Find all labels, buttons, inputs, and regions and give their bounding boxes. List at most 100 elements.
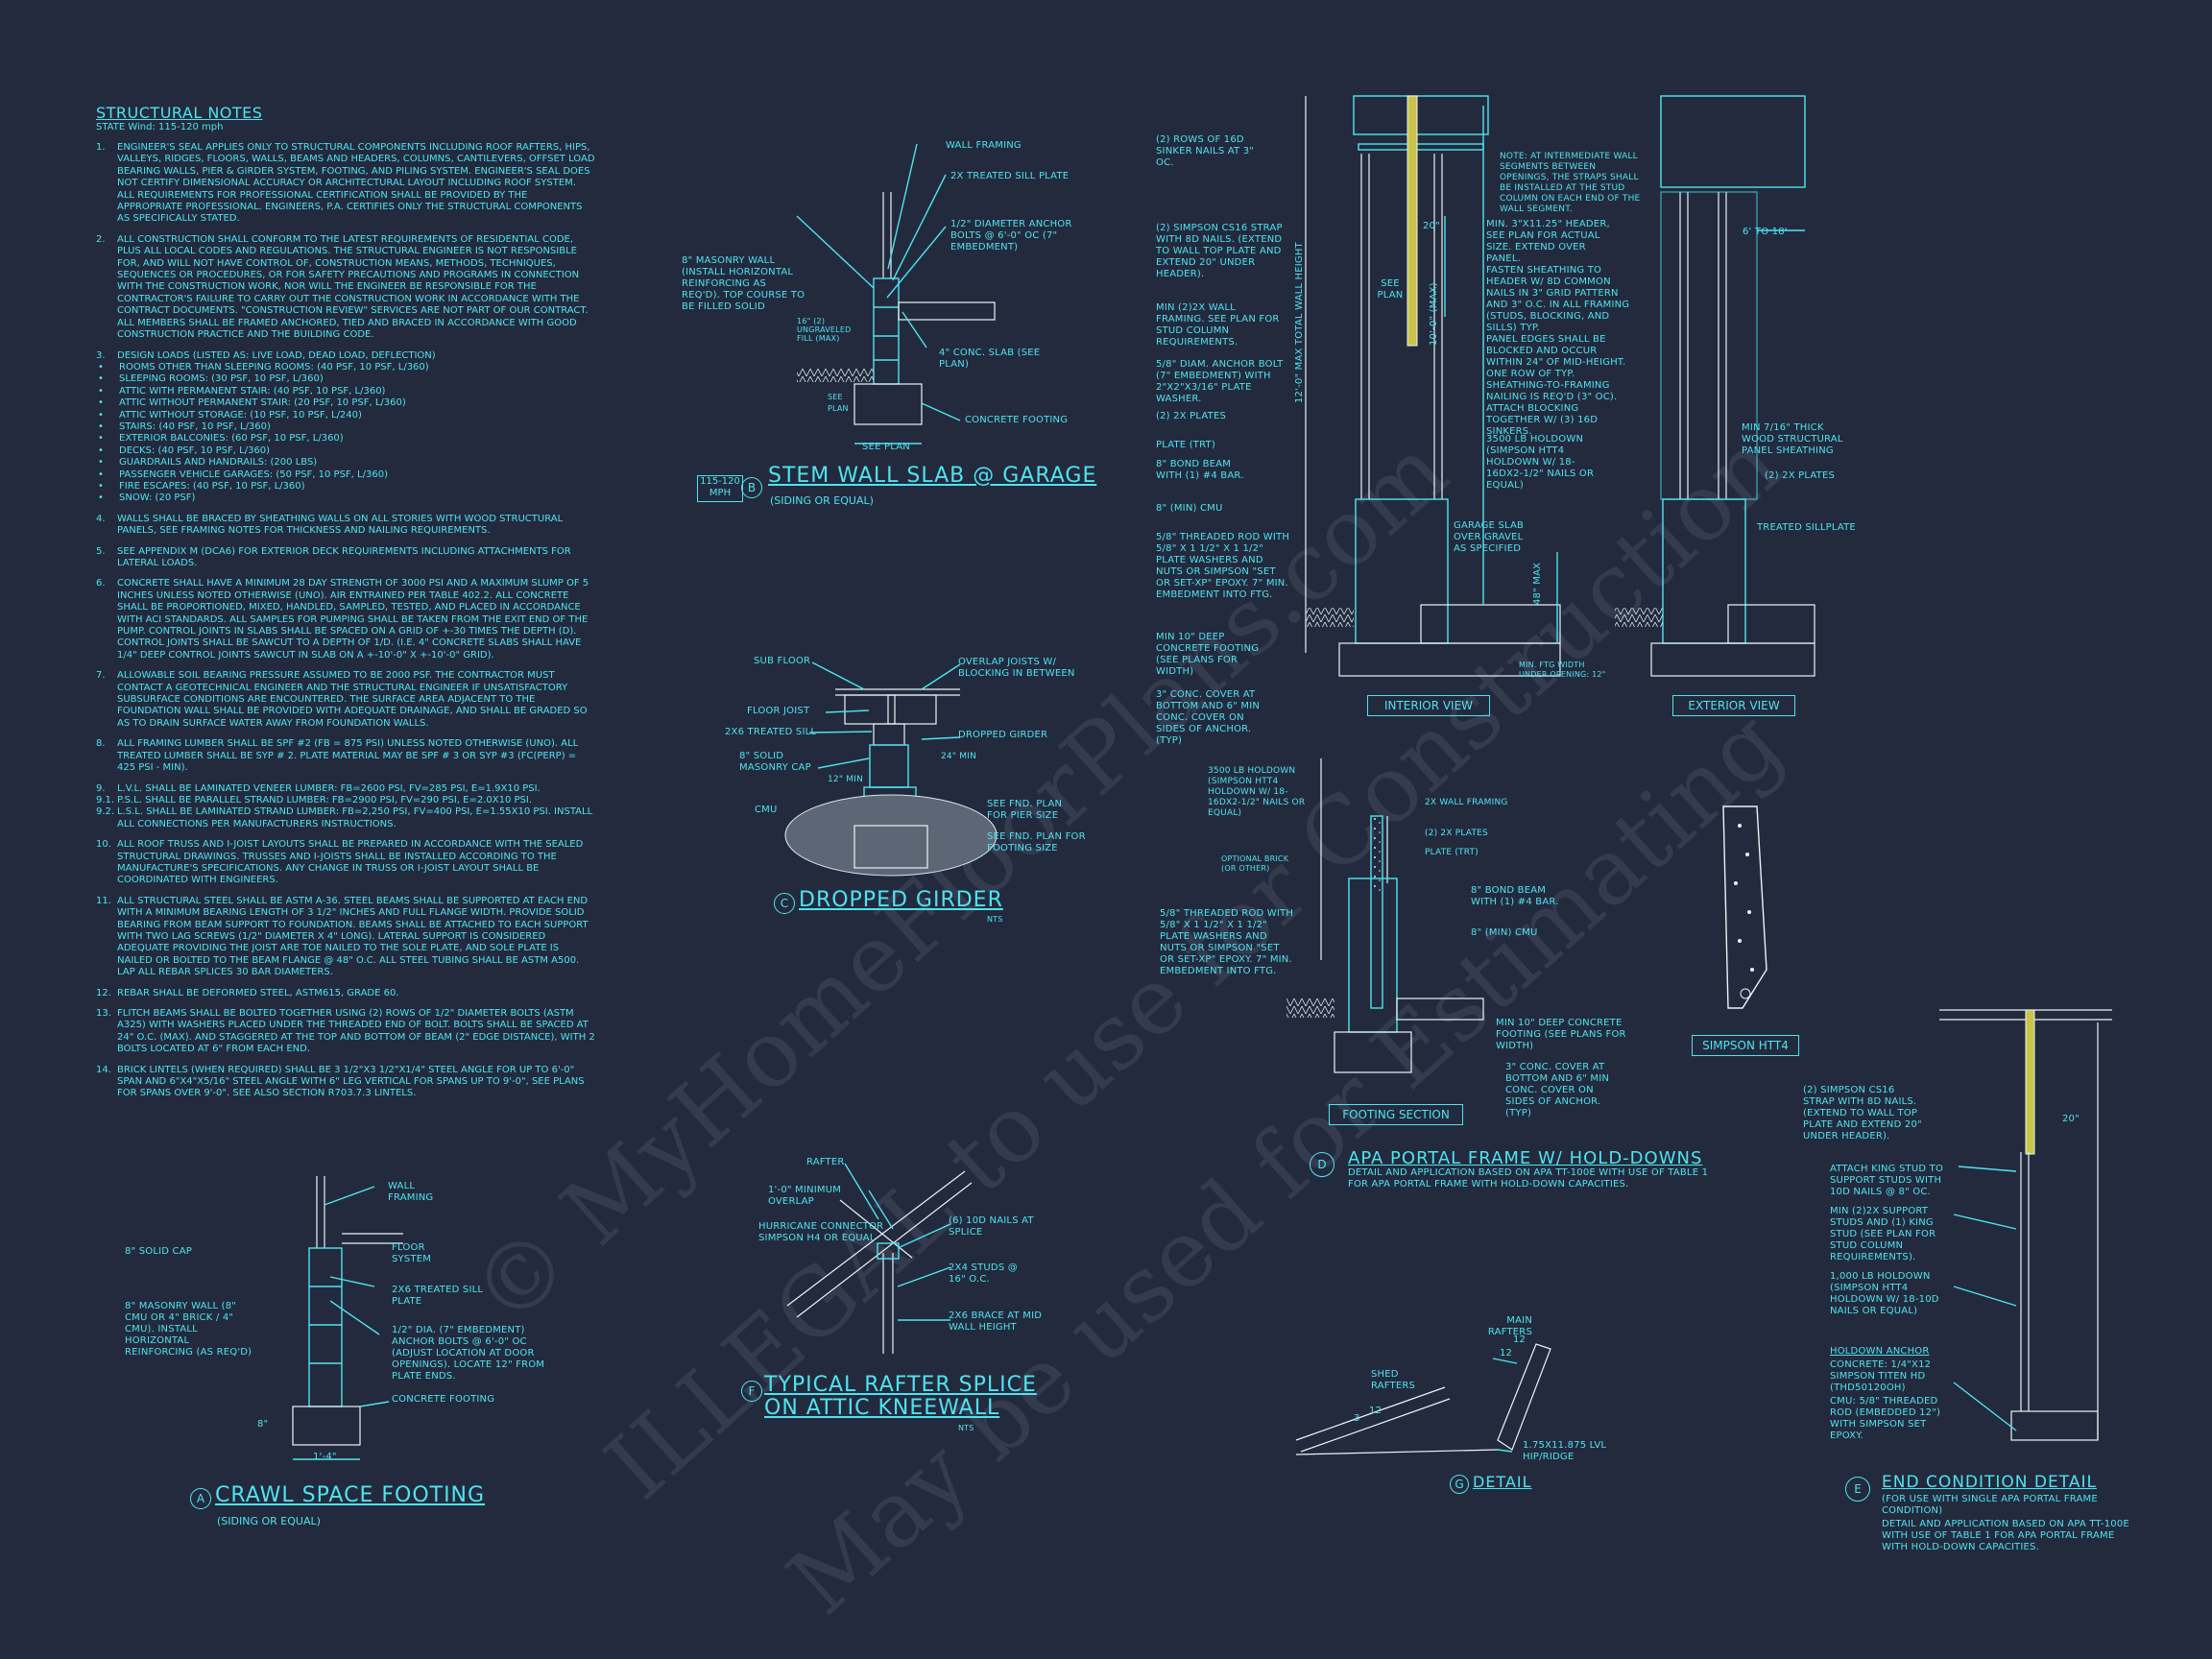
a-solid-cap-label: 8" SOLID CAP: [125, 1246, 193, 1257]
note-item: 11. ALL STRUCTURAL STEEL SHALL BE ASTM A-…: [96, 896, 595, 979]
notes-items-continued: 4. WALLS SHALL BE BRACED BY SHEATHING WAL…: [96, 514, 595, 1100]
detail-g-title: DETAIL: [1473, 1473, 1532, 1491]
b-plan-dim: SEE PLAN: [828, 393, 849, 413]
bullet-icon: •: [98, 445, 104, 456]
note-number: 13.: [96, 1008, 111, 1019]
bullet-icon: •: [98, 397, 104, 409]
d-48-dim: 48" MAX: [1532, 562, 1543, 605]
e-anchor-cmu: CMU: 5/8" THREADED ROD (EMBEDDED 12") WI…: [1830, 1396, 1941, 1441]
note-item: 9. L.V.L. SHALL BE LAMINATED VENEER LUMBE…: [96, 783, 595, 795]
b-anchor-label: 1/2" DIAMETER ANCHOR BOLTS @ 6'-0" OC (7…: [950, 219, 1072, 252]
note-text: WALLS SHALL BE BRACED BY SHEATHING WALLS…: [117, 513, 564, 537]
detail-b-marker: B: [741, 477, 762, 498]
design-load-item: •PASSENGER VEHICLE GARAGES: (50 PSF, 10 …: [96, 469, 595, 481]
f-brace-label: 2x6 BRACE AT MID WALL HEIGHT: [949, 1310, 1043, 1333]
note-number: 4.: [96, 513, 106, 524]
detail-c-drawing: [784, 661, 998, 877]
detail-e-marker: E: [1845, 1477, 1870, 1502]
design-load-item: •ATTIC WITHOUT STORAGE: (10 PSF, 10 PSF,…: [96, 410, 595, 421]
a-floor-system-label: FLOOR SYSTEM: [392, 1242, 432, 1264]
b-masonry-label: 8" MASONRY WALL (INSTALL HORIZONTAL REIN…: [682, 255, 805, 312]
fs-plates-label: (2) 2x PLATES: [1425, 829, 1488, 838]
c-24min-label: 24" MIN: [941, 752, 977, 761]
d-range-label: 6' TO 18': [1743, 227, 1788, 237]
design-load-text: DECKS: (40 PSF, 10 PSF, L/360): [119, 445, 271, 456]
note-text: BRICK LINTELS (WHEN REQUIRED) SHALL BE 3…: [117, 1064, 585, 1099]
note-text: SEE APPENDIX M (DCA6) FOR EXTERIOR DECK …: [117, 545, 571, 568]
bullet-icon: •: [98, 373, 104, 385]
interior-view-label: INTERIOR VIEW: [1367, 695, 1490, 716]
design-load-text: ATTIC WITH PERMANENT STAIR: (40 PSF, 10 …: [119, 385, 386, 397]
e-anchor-concrete: CONCRETE: 1/4"x12 SIMPSON TITEN HD (THD5…: [1830, 1359, 1932, 1393]
note-item: 2.ALL CONSTRUCTION SHALL CONFORM TO THE …: [96, 234, 595, 342]
design-load-text: GUARDRAILS AND HANDRAILS: (200 LBS): [119, 457, 318, 469]
note-text: L.V.L. SHALL BE LAMINATED VENEER LUMBER:…: [117, 782, 541, 794]
detail-a-title: CRAWL SPACE FOOTING: [215, 1483, 486, 1507]
b-wall-framing-label: WALL FRAMING: [946, 140, 1022, 151]
note-item: 9.2.L.S.L. SHALL BE LAMINATED STRAND LUM…: [96, 806, 595, 830]
note-item: 6.CONCRETE SHALL HAVE A MINIMUM 28 DAY S…: [96, 578, 595, 661]
c-pier-label: SEE FND. PLAN FOR PIER SIZE: [987, 799, 1063, 821]
note-number: 12.: [96, 987, 111, 998]
d-footing-label: MIN 10" DEEP CONCRETE FOOTING (SEE PLANS…: [1156, 632, 1260, 677]
d-20-dim: 20": [1423, 221, 1440, 231]
d-10ft-dim: 10'-0" (MAX): [1429, 282, 1439, 346]
fs-holdown-label: 3500 LB HOLDOWN (SIMPSON HTT4 HOLDOWN W/…: [1208, 766, 1306, 818]
note-item: 13.FLITCH BEAMS SHALL BE BOLTED TOGETHER…: [96, 1008, 595, 1056]
design-loads-list: • ROOMS OTHER THAN SLEEPING ROOMS: (40 PS…: [96, 362, 595, 505]
c-cmu-label: CMU: [755, 805, 778, 815]
detail-d-marker: D: [1310, 1152, 1334, 1177]
design-load-text: SLEEPING ROOMS: (30 PSF, 10 PSF, L/360): [119, 373, 324, 385]
detail-a-drawing: [292, 1176, 403, 1460]
e-king-label: ATTACH KING STUD TO SUPPORT STUDS WITH 1…: [1830, 1164, 1944, 1197]
note-number: 10.: [96, 839, 111, 851]
detail-a-subtitle: (SIDING OR EQUAL): [217, 1515, 321, 1527]
c-overlap-label: OVERLAP JOISTS W/ BLOCKING IN BETWEEN: [958, 657, 1075, 679]
footing-section-drawing: [1286, 758, 1484, 1073]
a-wall-framing-label: WALL FRAMING: [388, 1181, 434, 1203]
note-item: 3.DESIGN LOADS (LISTED AS: LIVE LOAD, DE…: [96, 350, 595, 362]
detail-e-desc-2: DETAIL AND APPLICATION BASED ON APA TT-1…: [1882, 1519, 2129, 1552]
design-load-text: PASSENGER VEHICLE GARAGES: (50 PSF, 10 P…: [119, 469, 388, 480]
detail-f-title-2: ON ATTIC KNEEWALL: [764, 1396, 1000, 1420]
e-support-label: MIN (2)2X SUPPORT STUDS AND (1) KING STU…: [1830, 1206, 1936, 1262]
fs-plate-trt-label: PLATE (TRT): [1425, 848, 1479, 857]
detail-b-title: STEM WALL SLAB @ GARAGE: [768, 464, 1097, 488]
bullet-icon: •: [98, 457, 104, 469]
note-number: 9.: [96, 782, 106, 794]
detail-b-drawing: [796, 143, 996, 445]
design-load-text: FIRE ESCAPES: (40 PSF, 10 PSF, L/360): [119, 480, 305, 492]
d-holdown-label: 3500 LB HOLDOWN (SIMPSON HTT4 HOLDOWN W/…: [1486, 434, 1595, 491]
wind-speed-box: 115-120 MPH: [697, 475, 743, 502]
note-number: 2.: [96, 233, 106, 245]
bullet-icon: •: [98, 385, 104, 397]
g-shed-rafters-label: SHED RAFTERS: [1371, 1369, 1416, 1391]
detail-g-drawing: [1295, 1343, 1551, 1455]
note-number: 1.: [96, 142, 106, 153]
bullet-icon: •: [98, 409, 104, 421]
note-text: CONCRETE SHALL HAVE A MINIMUM 28 DAY STR…: [117, 578, 589, 661]
a-anchor-label: 1/2" DIA. (7" EMBEDMENT) ANCHOR BOLTS @ …: [392, 1325, 545, 1382]
note-item: 10. ALL ROOF TRUSS AND I-JOIST LAYOUTS SH…: [96, 839, 595, 887]
d-sinker-label: (2) ROWS OF 16d SINKER NAILS AT 3" OC.: [1156, 134, 1255, 168]
a-footing-label: CONCRETE FOOTING: [392, 1394, 495, 1405]
design-load-text: ROOMS OTHER THAN SLEEPING ROOMS: (40 PSF…: [119, 361, 429, 373]
design-load-item: • SLEEPING ROOMS: (30 PSF, 10 PSF, L/360): [96, 373, 595, 385]
d-plates-label: (2) 2x PLATES: [1156, 411, 1227, 421]
d-rod-label: 5/8" THREADED ROD WITH 5/8" x 1 1/2" x 1…: [1156, 532, 1290, 600]
note-number: 8.: [96, 738, 106, 750]
note-item: 12.REBAR SHALL BE DEFORMED STEEL, ASTM61…: [96, 988, 595, 999]
fs-rod-label: 5/8" THREADED ROD WITH 5/8" x 1 1/2" x 1…: [1160, 908, 1294, 976]
b-fill-dim: 16" (2) UNGRAVELED FILL (MAX): [797, 317, 852, 343]
c-floor-joist-label: FLOOR JOIST: [747, 706, 810, 716]
bullet-icon: •: [98, 480, 104, 492]
b-see-plan-label: SEE PLAN: [862, 442, 910, 452]
g-main-rafters-label: MAIN RAFTERS: [1487, 1315, 1532, 1337]
note-number: 11.: [96, 895, 111, 906]
detail-f-title-1: TYPICAL RAFTER SPLICE: [764, 1373, 1037, 1397]
note-item: 14.BRICK LINTELS (WHEN REQUIRED) SHALL B…: [96, 1065, 595, 1100]
b-slab-label: 4" CONC. SLAB (SEE PLAN): [939, 348, 1041, 370]
note-text: ALL STRUCTURAL STEEL SHALL BE ASTM A-36.…: [117, 895, 589, 978]
notes-state: STATE Wind: 115-120 mph: [96, 122, 224, 132]
note-text: ALL ROOF TRUSS AND I-JOIST LAYOUTS SHALL…: [117, 839, 584, 886]
